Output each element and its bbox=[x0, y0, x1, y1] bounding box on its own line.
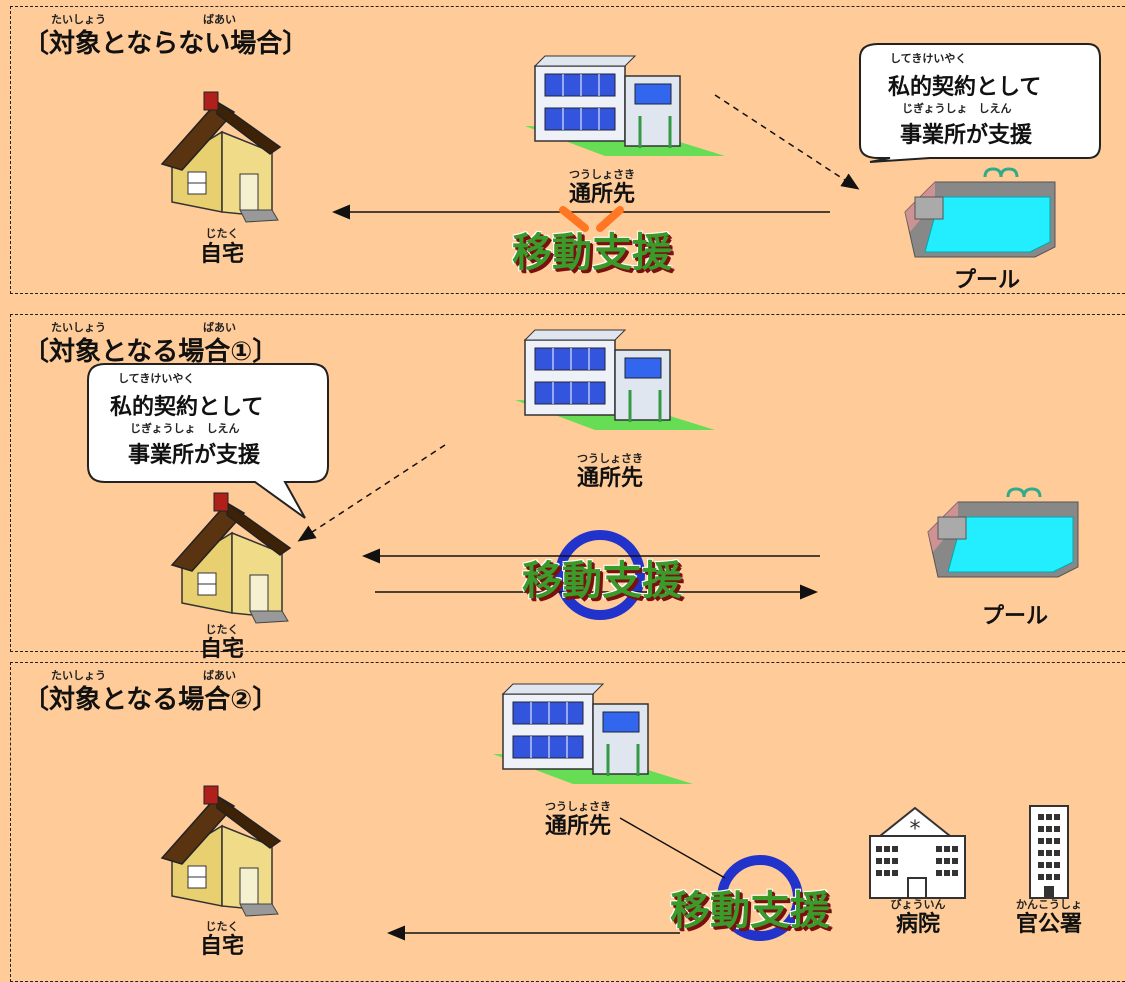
title-ruby-1: たいしょう bbox=[51, 669, 106, 682]
panel-not-covered: たいしょう ばあい 〔対象とならない場合〕 bbox=[10, 6, 1126, 294]
circle-mark bbox=[717, 855, 803, 941]
home-label: 自宅 bbox=[199, 242, 244, 267]
panel-title: 〔対象とならない場合〕 bbox=[23, 29, 309, 59]
panel1-arrows bbox=[332, 43, 1101, 232]
title-ruby-2: ばあい bbox=[203, 13, 236, 26]
home-ruby: じたく bbox=[205, 920, 239, 933]
title-ruby-2: ばあい bbox=[203, 669, 236, 682]
connector-line bbox=[619, 817, 726, 879]
pool-label: プール bbox=[953, 268, 1020, 293]
center-ruby: つうしょさき bbox=[569, 168, 635, 181]
bubble-ruby-1: してきけいやく bbox=[118, 372, 194, 385]
dashed-arrow bbox=[297, 444, 446, 542]
support-label: 移動支援 bbox=[522, 558, 682, 604]
speech-bubble-text: してきけいやく 私的契約として じぎょうしょ しえん 事業所が支援 bbox=[110, 372, 263, 468]
panel-covered-1: たいしょう ばあい 〔対象となる場合①〕 bbox=[10, 314, 1126, 652]
bubble-line-2: 事業所が支援 bbox=[128, 442, 261, 468]
office-label: 官公署 bbox=[1015, 912, 1082, 937]
bubble-ruby-2: じぎょうしょ しえん bbox=[902, 101, 1011, 115]
center-label: 通所先 bbox=[576, 466, 643, 491]
home-label: 自宅 bbox=[199, 934, 244, 959]
title-ruby-1: たいしょう bbox=[51, 13, 106, 26]
home-ruby: じたく bbox=[205, 227, 239, 240]
bubble-ruby-2: じぎょうしょ しえん bbox=[130, 421, 239, 435]
center-ruby: つうしょさき bbox=[545, 800, 611, 813]
circle-mark bbox=[555, 530, 645, 620]
pool-label: プール bbox=[981, 604, 1048, 629]
cross-mark bbox=[559, 206, 624, 232]
support-label: 移動支援 bbox=[670, 888, 830, 934]
home-label: 自宅 bbox=[199, 637, 244, 662]
panel2-arrows bbox=[87, 363, 820, 620]
support-label: 移動支援 bbox=[512, 230, 672, 276]
bubble-ruby-1: してきけいやく bbox=[890, 52, 966, 65]
home-ruby: じたく bbox=[205, 623, 239, 636]
hospital-ruby: びょういん bbox=[890, 898, 946, 911]
hospital-label: 病院 bbox=[895, 912, 940, 937]
bubble-line-2: 事業所が支援 bbox=[900, 122, 1033, 148]
panel-title: 〔対象となる場合②〕 bbox=[23, 685, 279, 715]
center-label: 通所先 bbox=[568, 182, 635, 207]
panel-title: 〔対象となる場合①〕 bbox=[23, 337, 279, 367]
speech-bubble bbox=[87, 363, 329, 519]
bubble-line-1: 私的契約として bbox=[110, 394, 263, 420]
speech-bubble bbox=[859, 43, 1101, 163]
center-label: 通所先 bbox=[544, 814, 611, 839]
center-ruby: つうしょさき bbox=[577, 452, 643, 465]
speech-bubble-text: してきけいやく 私的契約として じぎょうしょ しえん 事業所が支援 bbox=[888, 52, 1041, 148]
title-ruby-1: たいしょう bbox=[51, 321, 106, 334]
bubble-line-1: 私的契約として bbox=[888, 74, 1041, 100]
title-ruby-2: ばあい bbox=[203, 321, 236, 334]
office-ruby: かんこうしょ bbox=[1016, 898, 1082, 911]
